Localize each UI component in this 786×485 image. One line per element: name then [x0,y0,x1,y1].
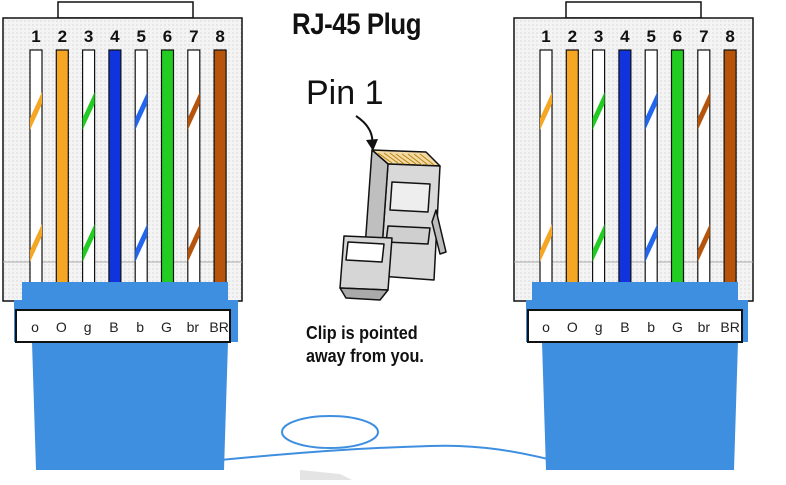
right-wire-code-8: BR [720,319,739,335]
right-pin-number-4: 4 [620,27,630,46]
right-wire-code-4: B [620,319,629,335]
right-wire-7 [697,49,711,291]
right-pin-number-8: 8 [725,27,734,46]
right-pin-number-1: 1 [541,27,550,46]
right-wires [539,49,737,291]
left-wire-4 [108,49,122,291]
right-pin-number-7: 7 [699,27,708,46]
right-wire-code-5: b [647,319,655,335]
left-wire-1 [29,49,43,291]
left-pin-number-2: 2 [58,27,67,46]
left-wire-code-3: g [84,319,92,335]
caption-line-1: Clip is pointed [306,323,418,343]
right-wire-code-7: br [698,319,711,335]
left-pin-number-7: 7 [189,27,198,46]
diagram-title: RJ-45 Plug [292,8,422,41]
right-wire-6 [670,49,685,291]
left-pin-number-3: 3 [84,27,93,46]
left-wire-code-1: o [31,319,39,335]
left-wire-3 [81,49,96,291]
left-wire-code-2: O [56,319,67,335]
left-code-box [15,309,231,343]
left-wire-6 [160,49,175,291]
right-pin-number-6: 6 [673,27,682,46]
left-wire-8 [213,49,227,291]
right-pin-number-3: 3 [594,27,603,46]
left-wire-5 [134,49,148,291]
left-wire-code-4: B [109,319,118,335]
left-wire-code-6: G [161,319,172,335]
right-plug-clip [565,1,702,19]
right-wire-code-3: g [595,319,603,335]
right-wire-4 [618,49,632,291]
right-wire-code-6: G [672,319,683,335]
left-wires [29,49,227,291]
left-wire-code-7: br [187,319,200,335]
right-wire-code-1: o [542,319,550,335]
left-wire-code-8: BR [209,319,228,335]
pin-contacts [377,152,435,166]
left-wire-2 [55,49,69,291]
right-pin-number-2: 2 [568,27,577,46]
clip-caption: Clip is pointed away from you. [306,322,424,368]
right-wire-1 [539,49,553,291]
connecting-cable [199,415,561,480]
left-pin-number-5: 5 [136,27,145,46]
left-pin-number-8: 8 [215,27,224,46]
right-code-box [527,309,743,343]
pin-1-label: Pin 1 [306,74,384,112]
left-pin-number-6: 6 [163,27,172,46]
left-plug-clip [57,1,194,19]
right-wire-8 [723,49,737,291]
rj45-plug-illustration [339,149,447,301]
left-wire-code-5: b [136,319,144,335]
right-wire-2 [565,49,579,291]
right-pin-number-5: 5 [646,27,655,46]
right-wire-code-2: O [567,319,578,335]
left-pin-number-4: 4 [110,27,120,46]
right-wire-3 [591,49,606,291]
pin1-arrow [355,115,378,151]
left-pin-number-1: 1 [31,27,40,46]
left-wire-7 [187,49,201,291]
caption-line-2: away from you. [306,346,424,366]
left-plug-housing [2,17,243,302]
right-plug-housing [513,17,754,302]
right-wire-5 [644,49,658,291]
